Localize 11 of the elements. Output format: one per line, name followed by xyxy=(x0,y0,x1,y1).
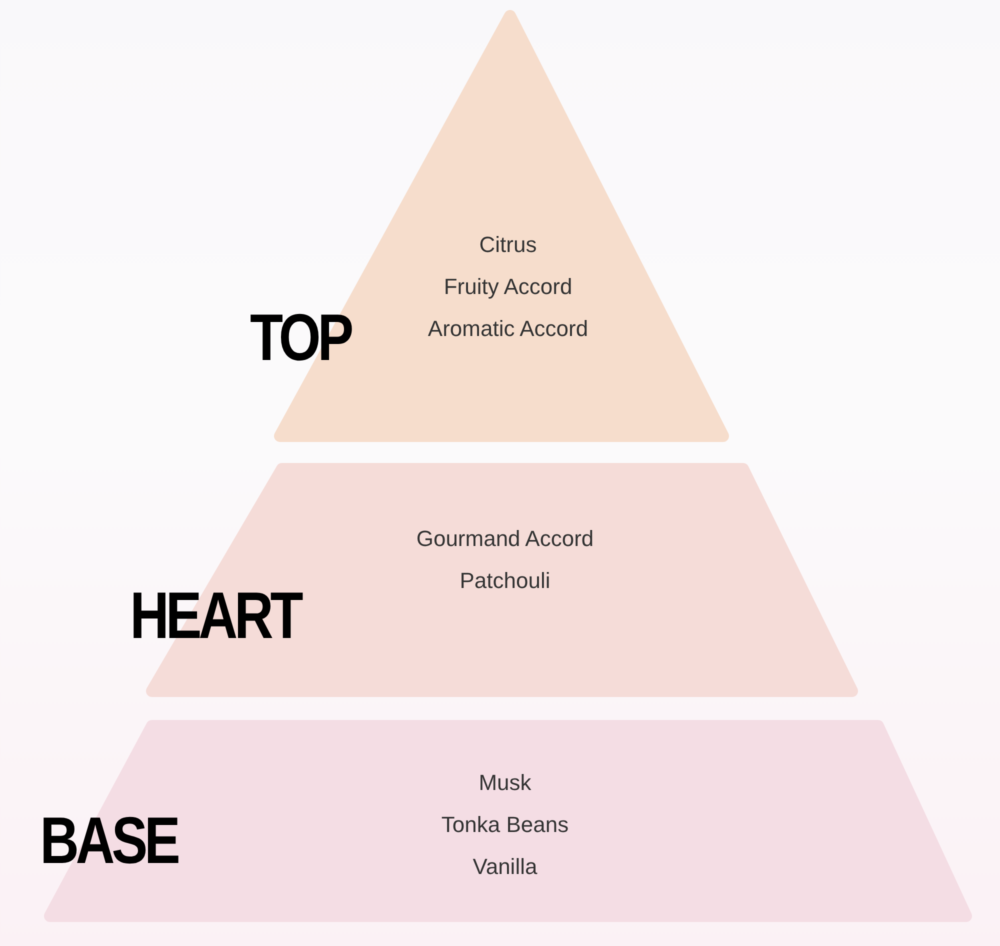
note-text: Aromatic Accord xyxy=(428,316,588,342)
note-text: Vanilla xyxy=(472,854,538,880)
note-text: Citrus xyxy=(479,232,537,258)
tier-heading: TOP xyxy=(250,302,350,372)
note-text: Gourmand Accord xyxy=(416,526,594,552)
note-text: Tonka Beans xyxy=(441,812,569,838)
note-text: Musk xyxy=(478,770,532,796)
note-text: Patchouli xyxy=(460,568,550,594)
tier-heading: HEART xyxy=(130,580,300,650)
tier-heading: BASE xyxy=(40,805,178,875)
note-text: Fruity Accord xyxy=(444,274,572,300)
